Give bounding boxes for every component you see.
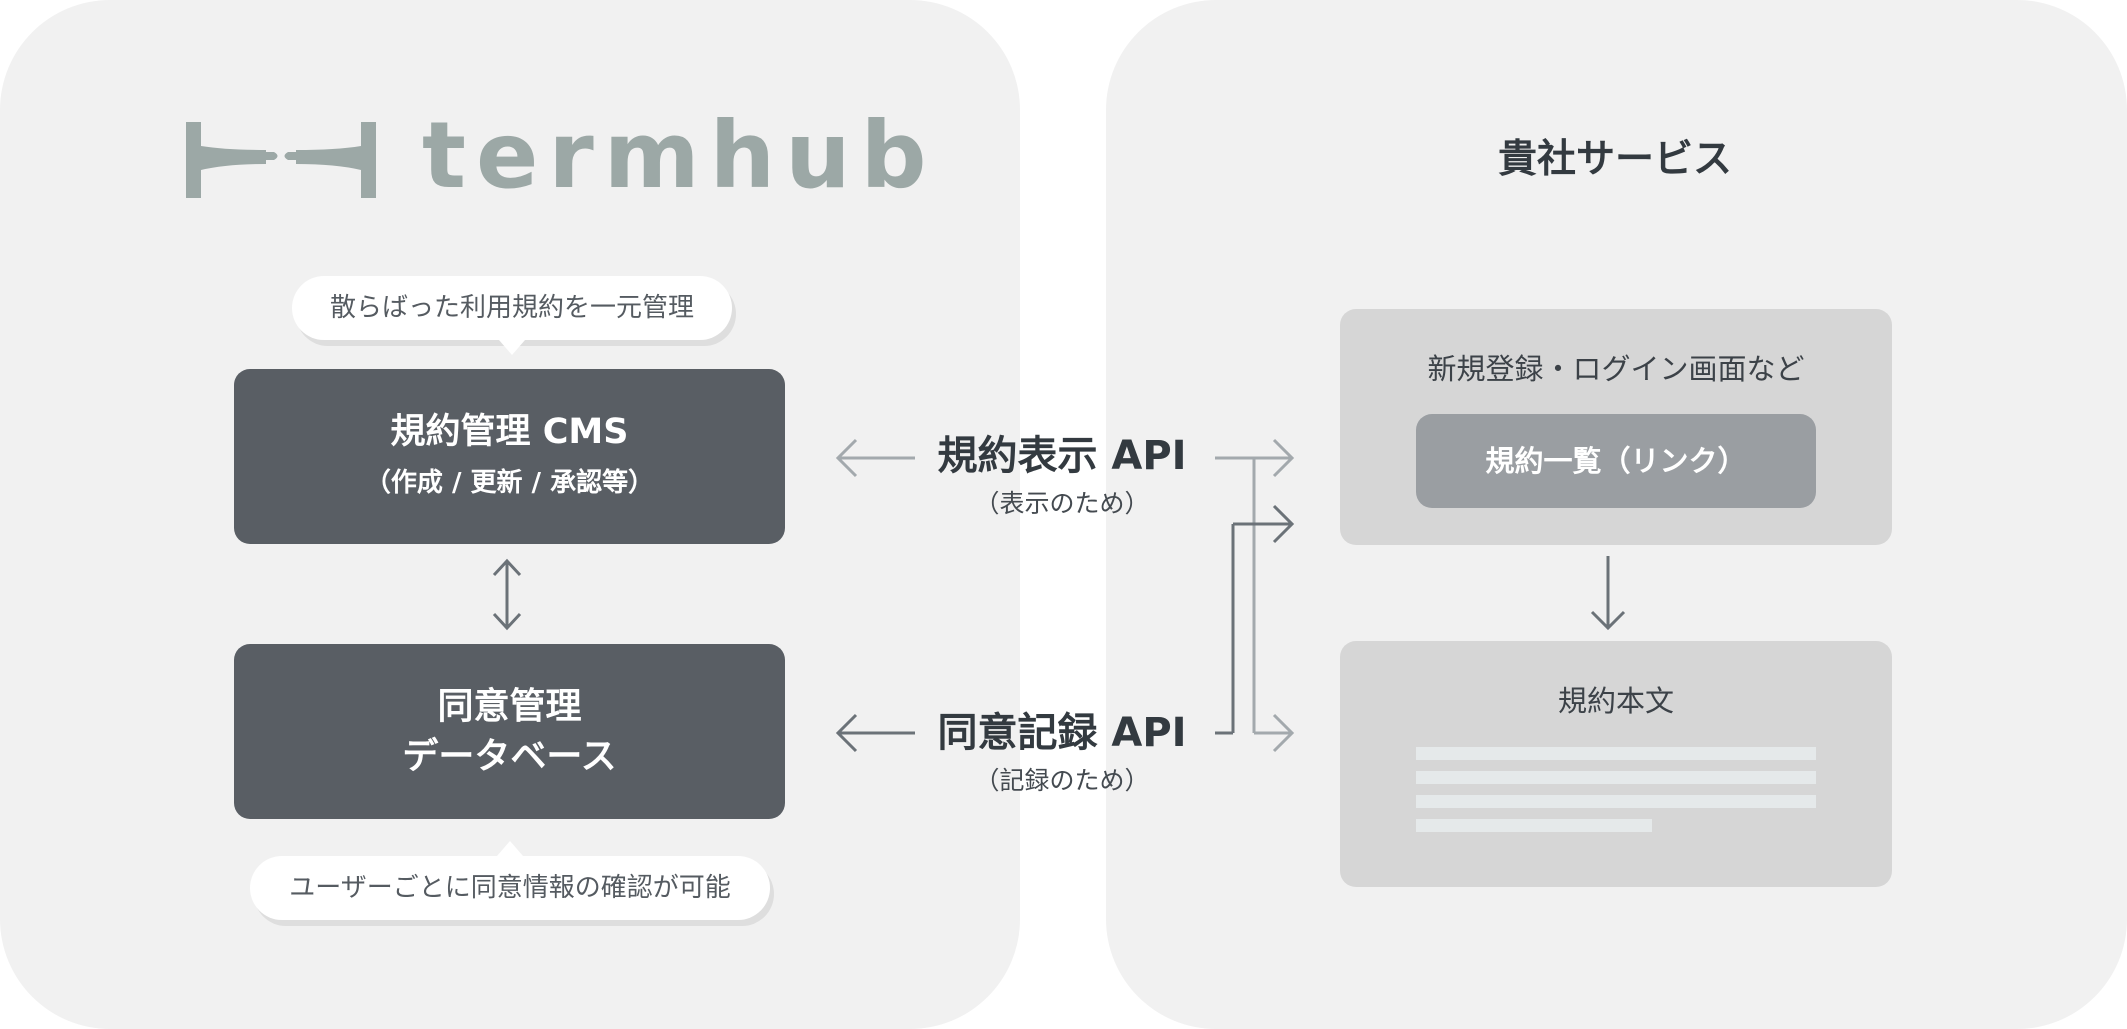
display-api-subtitle: （表示のため） [974,489,1150,518]
consent-db-title-line1: 同意管理 [437,686,582,727]
signup-screen-title: 新規登録・ログイン画面など [1427,352,1805,386]
db-caption-bubble: ユーザーごとに同意情報の確認が可能 [250,841,770,920]
cms-subtitle: （作成 / 更新 / 承認等） [364,468,655,498]
bubble-tail [499,340,525,355]
consent-api-arrow-right [1215,504,1295,735]
consent-api-title: 同意記録 API [937,710,1187,756]
display-api-arrow-left [835,438,915,478]
consent-api-subtitle: （記録のため） [974,766,1150,795]
db-caption-text: ユーザーごとに同意情報の確認が可能 [289,873,731,903]
bubble-tail [497,841,523,856]
consent-db-title-line2: データベース [402,736,617,777]
cms-db-double-arrow [492,558,522,631]
terms-list-link-button[interactable]: 規約一覧（リンク） [1416,414,1816,508]
text-line-placeholder [1416,747,1816,760]
consent-db-box: 同意管理 データベース [234,644,785,819]
display-api-label: 規約表示 API （表示のため） [912,428,1212,524]
text-line-placeholder [1416,819,1652,832]
text-line-placeholder [1416,771,1816,784]
termhub-logo: termhub [186,106,926,208]
display-api-title: 規約表示 API [937,433,1187,479]
consent-api-arrow-left [835,713,915,753]
consent-api-label: 同意記録 API （記録のため） [912,705,1212,801]
terms-body-title: 規約本文 [1557,684,1674,718]
signup-to-body-arrow [1590,556,1626,631]
cms-caption-text: 散らばった利用規約を一元管理 [329,293,694,323]
service-title: 貴社サービス [1497,137,1732,182]
text-line-placeholder [1416,795,1816,808]
signup-screen-box: 新規登録・ログイン画面など 規約一覧（リンク） [1340,309,1892,545]
display-api-arrow-right [1215,438,1295,753]
logo-text: termhub [422,102,937,209]
termhub-logo-mark-icon [186,122,376,198]
cms-caption-bubble: 散らばった利用規約を一元管理 [292,276,732,355]
cms-title: 規約管理 CMS [390,412,629,452]
cms-box: 規約管理 CMS （作成 / 更新 / 承認等） [234,369,785,544]
terms-body-box: 規約本文 [1340,641,1892,887]
